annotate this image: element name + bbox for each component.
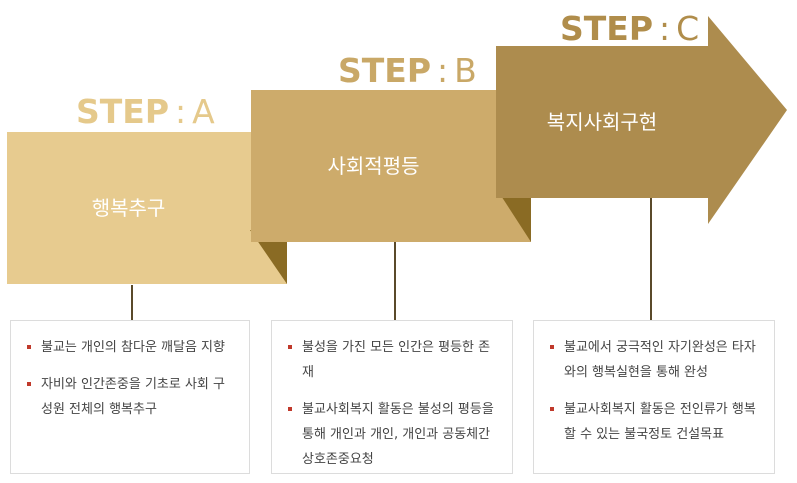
bullet-text: 불교사회복지 활동은 불성의 평등을 통해 개인과 개인, 개인과 공동체간 상… (302, 402, 494, 467)
step-c-arrow (496, 16, 787, 224)
bullet-text: 불성을 가진 모든 인간은 평등한 존재 (302, 340, 491, 380)
bullet-marker-icon (288, 407, 292, 411)
step-b-fold (496, 188, 531, 242)
step-c-letter: C (676, 9, 700, 48)
step-b-separator: : (437, 51, 449, 90)
bullet-text: 불교는 개인의 참다운 깨달음 지향 (41, 340, 225, 355)
step-a-title: 행복추구 (91, 196, 166, 220)
step-b-letter: B (454, 51, 477, 90)
step-a-word: STEP (76, 92, 170, 131)
bullet-marker-icon (288, 345, 292, 349)
step-c-separator: : (659, 9, 671, 48)
step-b-bullet-item: 불성을 가진 모든 인간은 평등한 존재 (288, 335, 496, 385)
bullet-marker-icon (27, 382, 31, 386)
step-a-fold (250, 230, 287, 284)
step-b-title: 사회적평등 (327, 154, 420, 178)
step-c-word: STEP (560, 9, 654, 48)
step-b-label: STEP:B (338, 54, 477, 87)
bullet-text: 불교에서 궁극적인 자기완성은 타자와의 행복실현을 통해 완성 (564, 340, 756, 380)
step-a-separator: : (175, 92, 187, 131)
step-a-label: STEP:A (76, 95, 215, 128)
step-a-box (7, 132, 287, 284)
step-c-title: 복지사회구현 (546, 110, 658, 134)
step-b-word: STEP (338, 51, 432, 90)
bullet-marker-icon (550, 345, 554, 349)
bullet-marker-icon (550, 407, 554, 411)
step-b-bullet-item: 불교사회복지 활동은 불성의 평등을 통해 개인과 개인, 개인과 공동체간 상… (288, 397, 496, 472)
step-a-letter: A (192, 92, 215, 131)
bullet-text: 불교사회복지 활동은 전인류가 행복할 수 있는 불국정토 건설목표 (564, 402, 756, 442)
bullet-marker-icon (27, 345, 31, 349)
step-c-label: STEP:C (560, 12, 699, 45)
bullet-text: 자비와 인간존중을 기초로 사회 구성원 전체의 행복추구 (41, 377, 225, 417)
step-a-bullet-item: 불교는 개인의 참다운 깨달음 지향 (27, 335, 233, 360)
step-c-bullet-item: 불교사회복지 활동은 전인류가 행복할 수 있는 불국정토 건설목표 (550, 397, 758, 447)
step-a-bullet-item: 자비와 인간존중을 기초로 사회 구성원 전체의 행복추구 (27, 372, 233, 422)
step-c-bullet-item: 불교에서 궁극적인 자기완성은 타자와의 행복실현을 통해 완성 (550, 335, 758, 385)
step-b-box (251, 90, 531, 242)
